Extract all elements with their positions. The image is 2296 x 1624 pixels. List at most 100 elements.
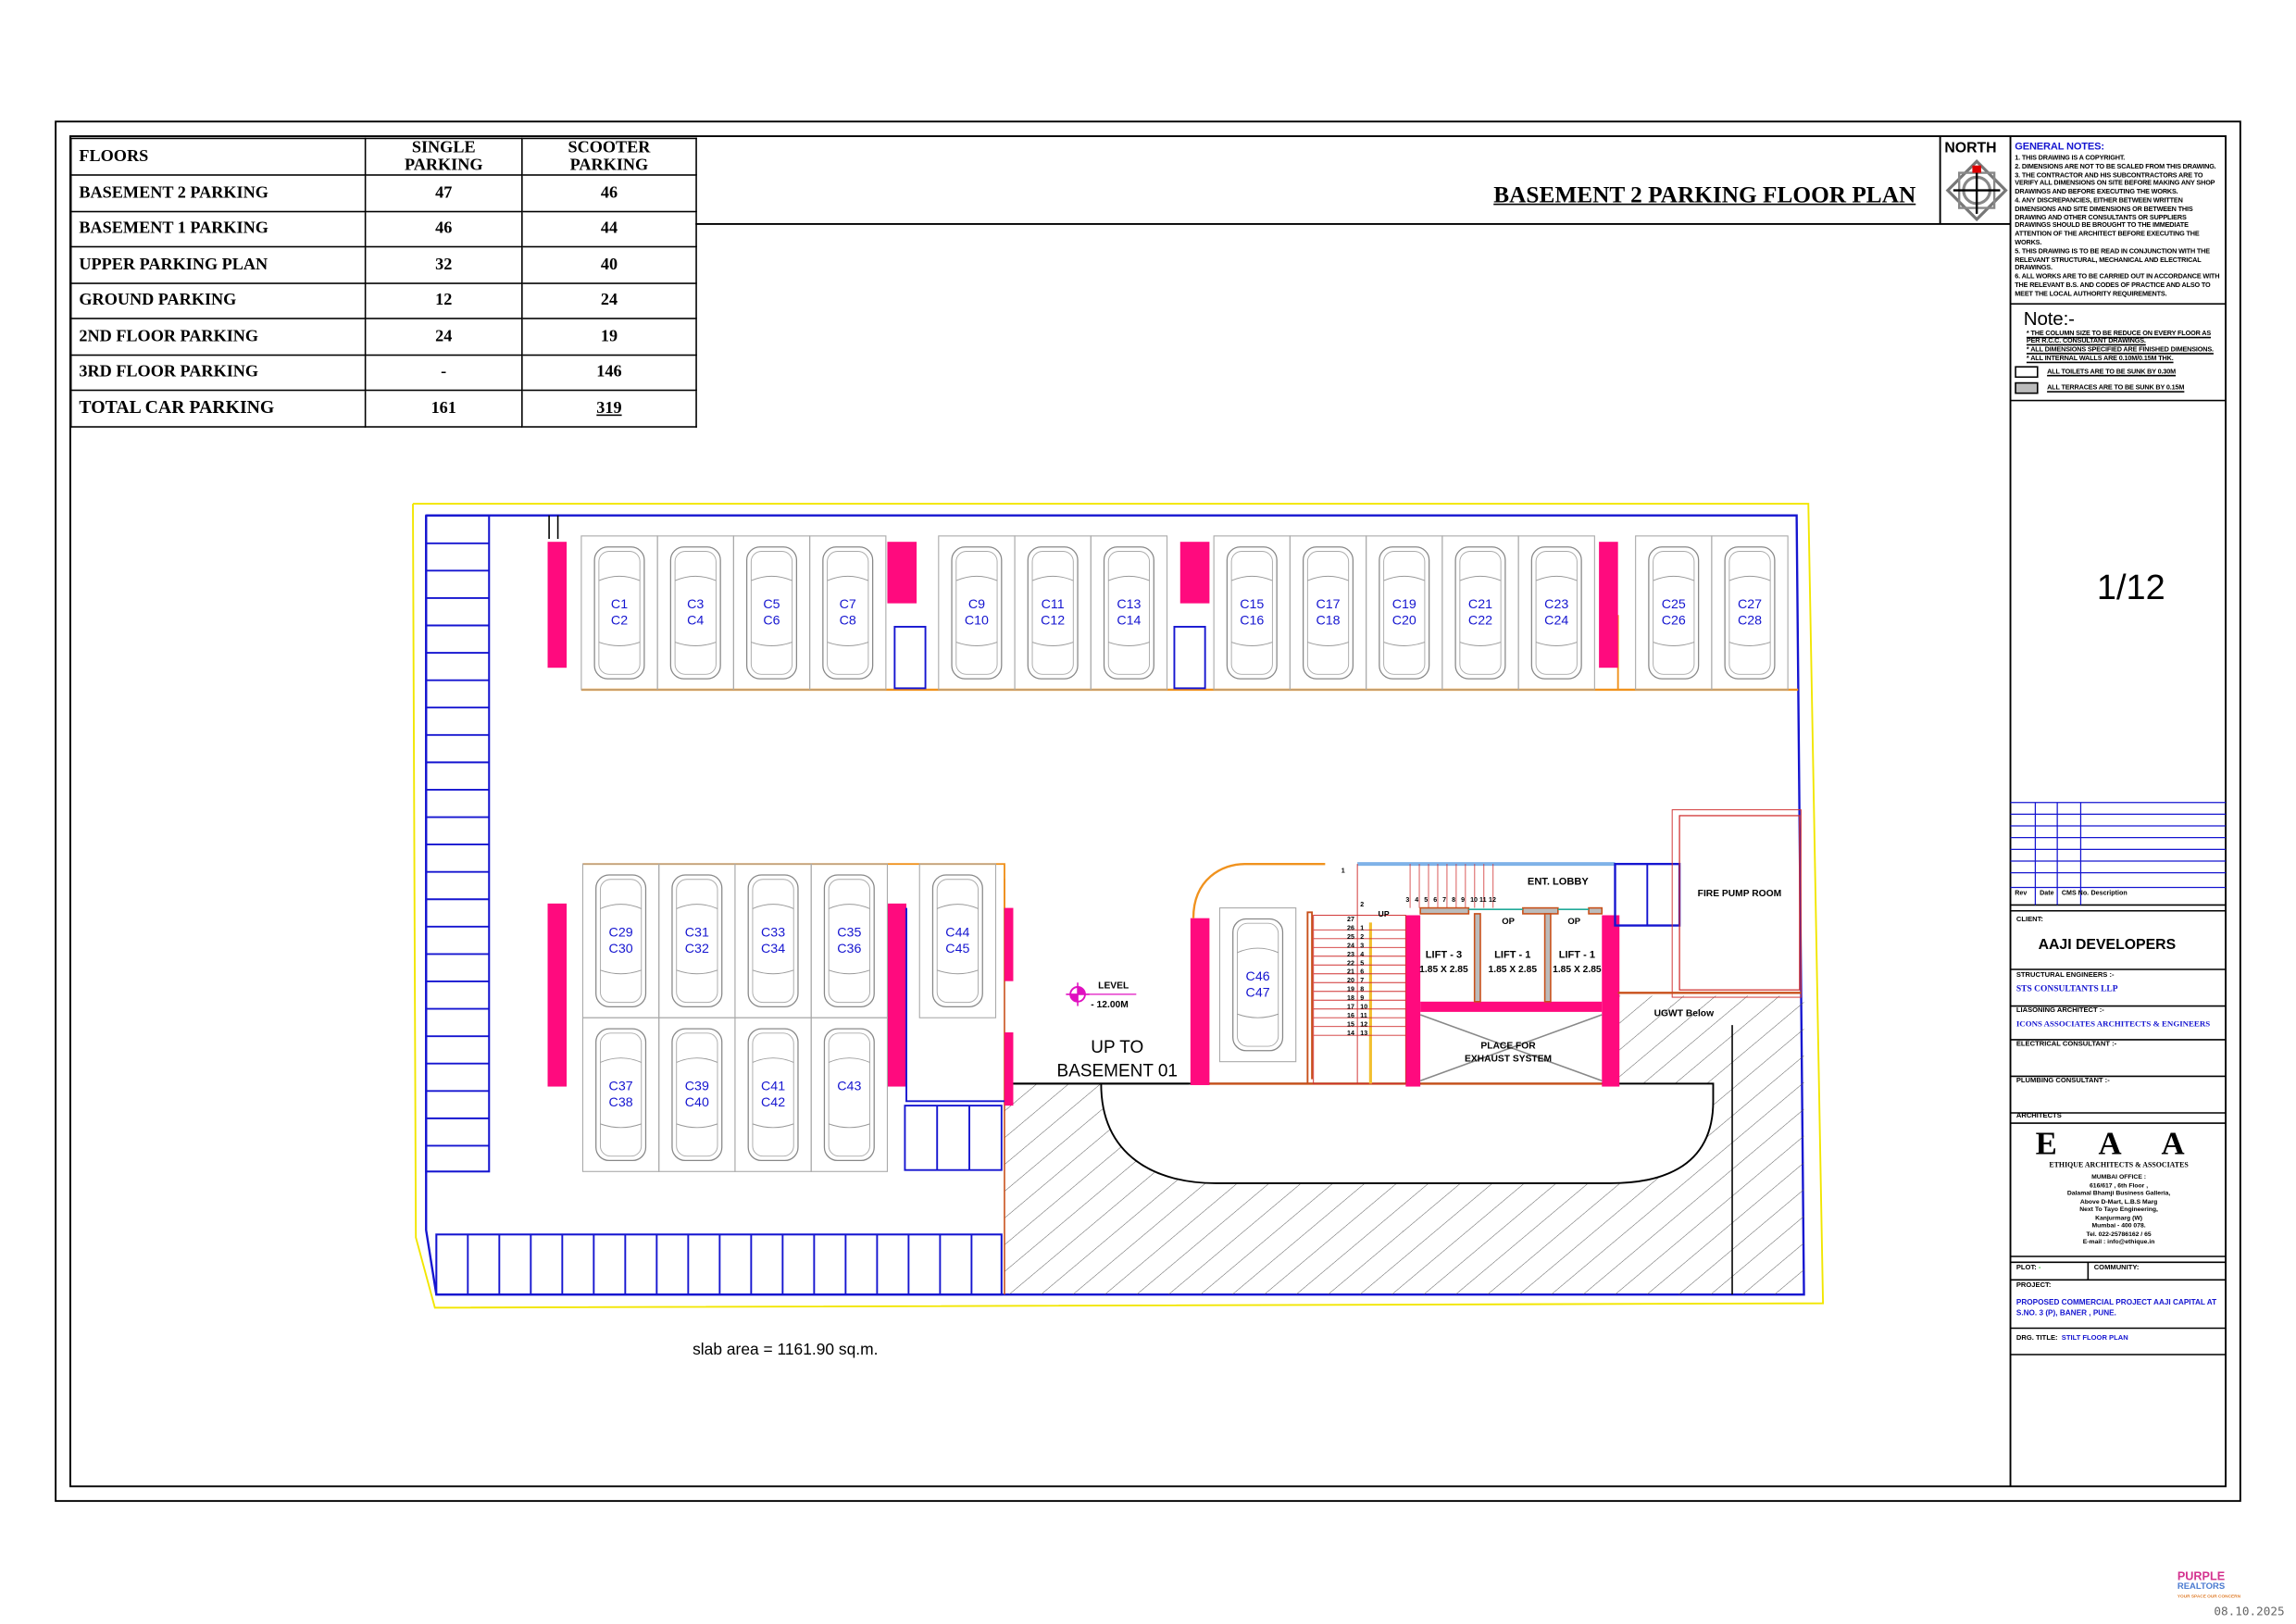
architects-label: ARCHITECTS	[2015, 1113, 2062, 1120]
sheet-number: 1/12	[2096, 568, 2165, 608]
note-item: 4. ANY DISCREPANCIES, EITHER BETWEEN WRI…	[2015, 195, 2200, 246]
lift-name: LIFT - 1	[1494, 949, 1530, 960]
stair-number: 3	[1360, 942, 1364, 949]
outer-frame	[55, 120, 2241, 1503]
spot-label: C36	[837, 942, 861, 956]
notes-column: GENERAL NOTES: 1. THIS DRAWING IS A COPY…	[2010, 138, 2227, 401]
single-count: 12	[364, 281, 523, 319]
car-icon	[951, 546, 1003, 680]
stair-number: 2	[1360, 901, 1364, 908]
stair-number: 3	[1405, 896, 1409, 904]
ramp-label-2: BASEMENT 01	[1057, 1061, 1178, 1081]
stair-number: 7	[1442, 896, 1446, 904]
plot-label: PLOT:	[2015, 1265, 2037, 1273]
exhaust-label-2: EXHAUST SYSTEM	[1465, 1055, 1552, 1065]
stair-number: 27	[1347, 916, 1354, 923]
plot-value: -	[2038, 1265, 2041, 1273]
columns	[547, 542, 1620, 1106]
car-icon	[593, 546, 645, 680]
note-item: * ALL INTERNAL WALLS ARE 0.10M/0.15M THK…	[2026, 354, 2174, 362]
spot-label: C11	[1042, 597, 1065, 612]
spot-label: C46	[1246, 969, 1270, 984]
opening-label: OP	[1502, 917, 1515, 927]
spot-label: C40	[685, 1095, 709, 1110]
spot-label: C18	[1316, 614, 1340, 629]
scooter-total: 319	[521, 389, 697, 428]
car-icon	[931, 874, 983, 1007]
spot-label: C9	[968, 597, 985, 612]
stair-number: 14	[1347, 1030, 1354, 1037]
north-arrow-icon	[1945, 159, 2008, 222]
stair-number: 25	[1347, 933, 1354, 941]
slab-area: slab area = 1161.90 sq.m.	[693, 1341, 879, 1359]
watermark-date: 08.10.2025	[2214, 1605, 2285, 1618]
stair-number: 23	[1347, 951, 1354, 958]
stair-number: 1	[1341, 868, 1345, 875]
stair-number: 20	[1347, 977, 1354, 984]
spot-label: C35	[837, 925, 861, 940]
parking-summary-table: FLOORS SINGLE PARKING SCOOTER PARKING BA…	[69, 137, 697, 428]
scooter-count: 146	[521, 353, 697, 392]
lift-name: LIFT - 3	[1426, 949, 1462, 960]
stair-number: 12	[1489, 896, 1496, 904]
stair-number: 21	[1347, 968, 1354, 976]
car-icon	[1232, 918, 1284, 1052]
car-icon	[822, 546, 874, 680]
note-item: ALL TERRACES ARE TO BE SUNK BY 0.15M	[2047, 383, 2185, 392]
spot-label: C21	[1468, 597, 1492, 612]
scooter-count: 44	[521, 209, 697, 248]
car-icon	[1454, 546, 1506, 680]
spot-label: C26	[1662, 614, 1686, 629]
note-heading: Note:-	[2023, 306, 2075, 330]
spot-label: C15	[1240, 597, 1264, 612]
spot-label: C6	[763, 614, 780, 629]
office-line: Above D-Mart, L.B.S Marg	[2079, 1196, 2158, 1205]
car-icon	[1027, 546, 1079, 680]
stair-up-label: UP	[1379, 909, 1390, 918]
table-row: 3RD FLOOR PARKING-146	[69, 353, 697, 392]
stair-number: 22	[1347, 959, 1354, 967]
stair-number: 26	[1347, 924, 1354, 931]
scooter-count: 46	[521, 174, 697, 212]
car-icon	[671, 1028, 723, 1162]
drawing-title-field: DRG. TITLE: STILT FLOOR PLAN	[2012, 1335, 2230, 1344]
car-icon	[747, 1028, 799, 1162]
scooter-count: 40	[521, 245, 697, 284]
spot-label: C44	[945, 925, 969, 940]
purple-realtors-logo: PURPLE REALTORS YOUR SPACE OUR CONCERN	[2177, 1570, 2240, 1599]
lift-name: LIFT - 1	[1559, 949, 1595, 960]
toilet-hatch-icon	[2015, 365, 2039, 378]
single-count: 24	[364, 318, 523, 356]
general-notes: GENERAL NOTES: 1. THIS DRAWING IS A COPY…	[2010, 138, 2227, 305]
structural-label: STRUCTURAL ENGINEERS :-	[2015, 972, 2115, 981]
spot-label: C13	[1117, 597, 1141, 612]
note-item: ALL TOILETS ARE TO BE SUNK BY 0.30M	[2047, 367, 2177, 375]
spot-label: C23	[1544, 597, 1568, 612]
spot-label: C20	[1392, 614, 1416, 629]
stair-number: 9	[1461, 896, 1465, 904]
office-line: 616/617 , 6th Floor ,	[2090, 1181, 2149, 1189]
stair-number: 13	[1360, 1030, 1367, 1037]
stair-number: 2	[1360, 933, 1364, 941]
spot-label: C4	[687, 614, 704, 629]
title-block-lines	[2010, 904, 2227, 1355]
spot-label: C2	[611, 614, 628, 629]
note-item: 6. ALL WORKS ARE TO BE CARRIED OUT IN AC…	[2015, 272, 2220, 297]
stair-number: 17	[1347, 1004, 1354, 1011]
car-icon	[1226, 546, 1278, 680]
spot-label: C33	[761, 925, 785, 940]
spot-label: C41	[761, 1080, 785, 1094]
car-icon	[823, 874, 875, 1007]
page-title: BASEMENT 2 PARKING FLOOR PLAN	[1493, 182, 1916, 208]
north-label: NORTH	[1944, 140, 1997, 157]
